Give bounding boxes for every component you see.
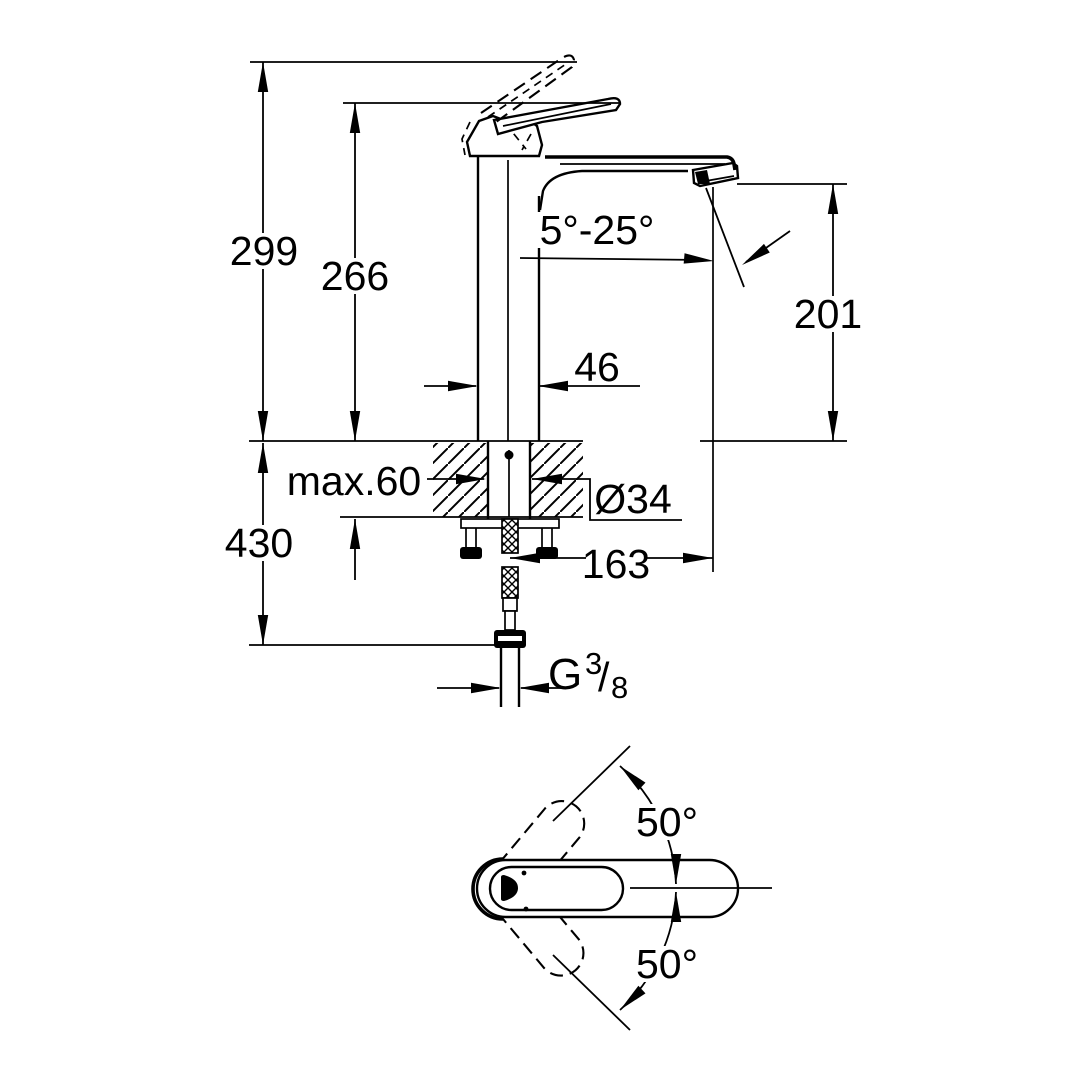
dim-body-height: 266 xyxy=(321,253,389,299)
thread-denominator: 8 xyxy=(611,670,628,705)
lever-plan xyxy=(471,857,740,921)
dim-below-deck-length: 430 xyxy=(225,520,293,566)
thread-prefix: G xyxy=(548,650,582,699)
dim-swivel-up: 50° xyxy=(636,799,698,845)
thread-numerator: 3 xyxy=(585,646,602,681)
dimension-labels: 299 266 5°-25° 201 46 max.60 Ø34 430 163… xyxy=(225,207,862,705)
dim-hole-diameter: Ø34 xyxy=(594,476,672,522)
dim-max-thickness: max.60 xyxy=(287,458,421,504)
handle-logo-mark xyxy=(501,875,518,901)
dim-spout-projection: 163 xyxy=(582,541,650,587)
dim-supply-thread: G 3 / 8 xyxy=(548,646,628,705)
faucet-outline xyxy=(461,54,740,441)
supply-hose xyxy=(494,518,526,707)
spout-underside xyxy=(538,169,688,211)
swivel-up-line xyxy=(552,745,631,822)
handle-cap-arc xyxy=(471,857,504,921)
water-stream xyxy=(705,187,791,572)
shank-screw-dot xyxy=(504,450,514,460)
dimensions xyxy=(249,61,847,694)
swivel-annotation: 50° 50° xyxy=(552,745,772,1031)
dim-total-height: 299 xyxy=(230,228,298,274)
thread-slash: / xyxy=(598,654,610,700)
aerator xyxy=(691,161,740,188)
lever-down xyxy=(492,96,622,136)
lever-raised xyxy=(480,54,576,126)
dim-spout-angle: 5°-25° xyxy=(540,207,655,253)
dim-outlet-height: 201 xyxy=(794,291,862,337)
top-view: 50° 50° xyxy=(471,745,772,1031)
swivel-down-line xyxy=(552,954,631,1031)
dim-swivel-down: 50° xyxy=(636,941,698,987)
front-view: 299 266 5°-25° 201 46 max.60 Ø34 430 163… xyxy=(225,54,862,707)
dim-body-width: 46 xyxy=(574,344,620,390)
